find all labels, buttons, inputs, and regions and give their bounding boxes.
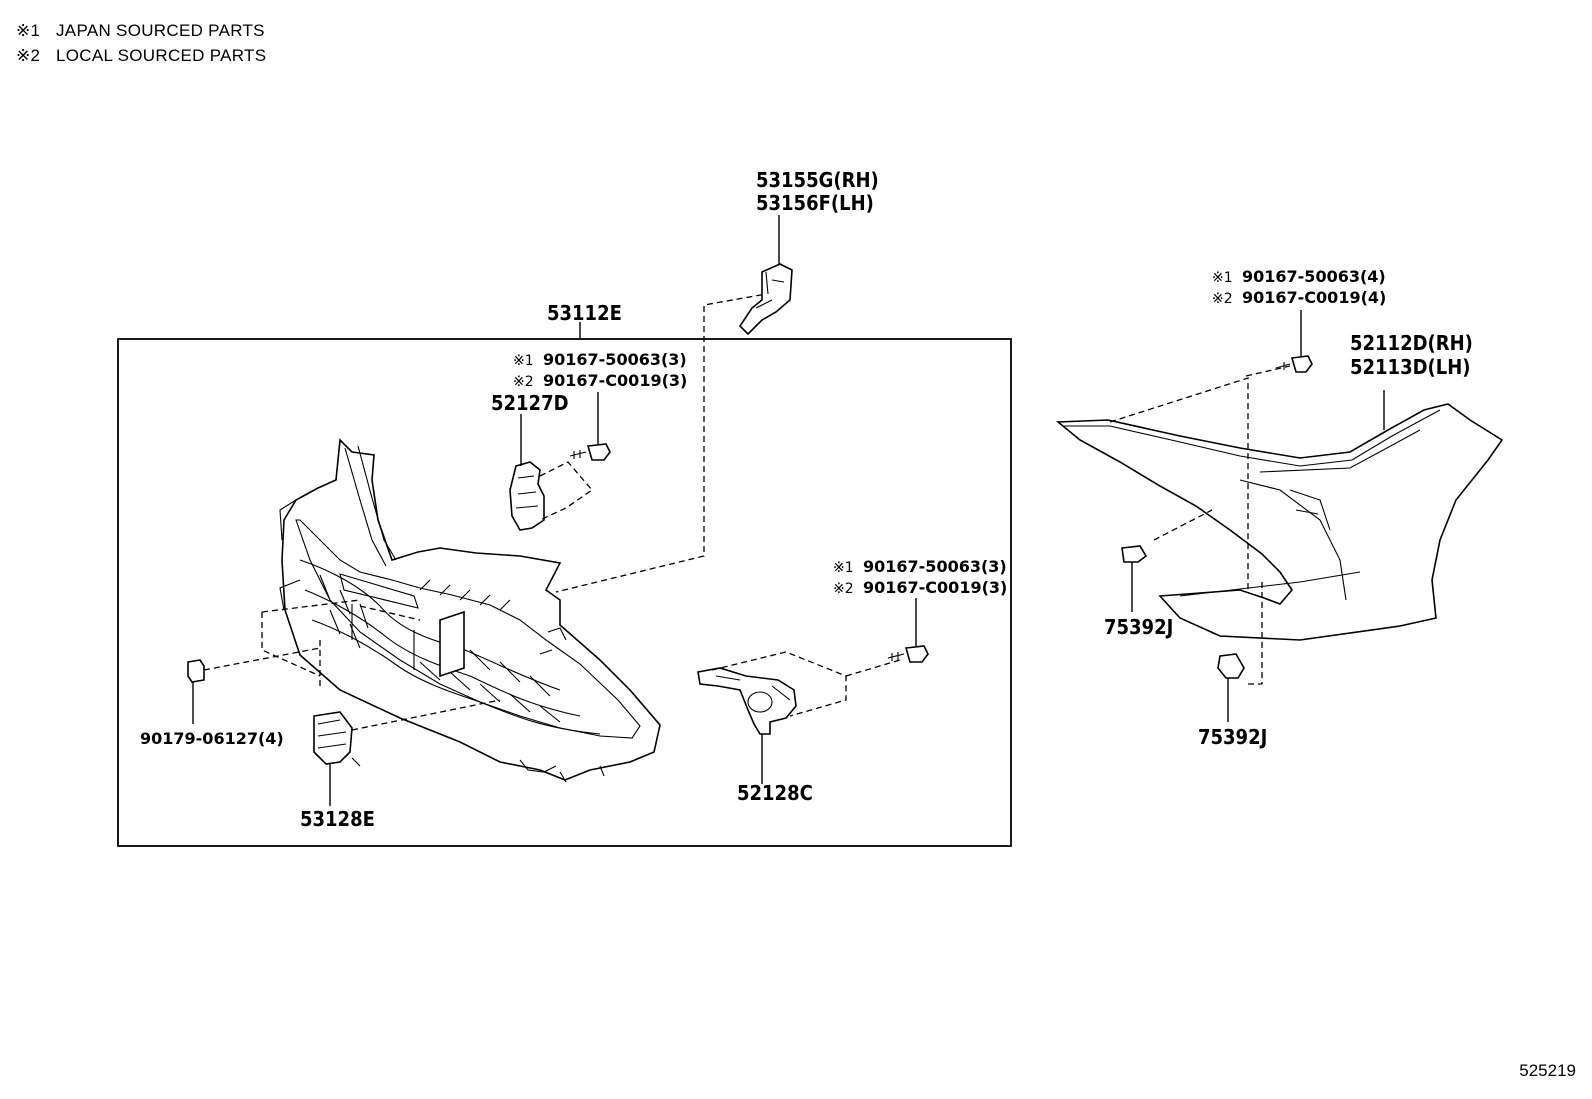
callout-emblem[interactable]: 53128E <box>300 807 375 831</box>
callout-screw-grille-2[interactable]: 90167-C0019(3) <box>543 371 687 390</box>
callout-cover-rh[interactable]: 52112D(RH) <box>1350 331 1473 355</box>
guide-side-cover <box>1109 365 1291 590</box>
callout-screw-grille-1[interactable]: 90167-50063(3) <box>543 350 687 369</box>
callout-bracket-upper[interactable]: 52127D <box>491 391 569 415</box>
bracket-lower-part[interactable] <box>697 667 797 735</box>
guide-emblem <box>351 699 501 731</box>
side-cover-part[interactable] <box>1055 403 1504 641</box>
screw-upper-icon[interactable] <box>569 443 611 461</box>
callout-cover-lh[interactable]: 52113D(LH) <box>1350 355 1471 379</box>
legend-item-local: ※2 LOCAL SOURCED PARTS <box>16 43 266 68</box>
guide-retainer-lower <box>1244 582 1263 685</box>
callout-mark2: ※2 <box>1212 291 1233 307</box>
guide-molding <box>555 292 773 593</box>
callout-mark2: ※2 <box>833 581 854 597</box>
callout-molding-lh[interactable]: 53156F(LH) <box>756 191 874 215</box>
callout-grille-assy[interactable]: 53112E <box>547 301 622 325</box>
assembly-frame <box>117 338 1012 847</box>
diagram-id: 525219 <box>1519 1061 1576 1080</box>
radiator-grille[interactable] <box>279 438 661 783</box>
emblem-part[interactable] <box>313 711 361 767</box>
clip-part[interactable] <box>187 659 205 683</box>
molding-part[interactable] <box>738 263 793 336</box>
guide-retainer-upper <box>1153 509 1213 541</box>
callout-screw-right-1[interactable]: 90167-50063(3) <box>863 557 1007 576</box>
callout-molding-rh[interactable]: 53155G(RH) <box>756 168 879 192</box>
bracket-upper-part[interactable] <box>509 461 545 531</box>
guide-bracket-upper <box>539 461 593 521</box>
legend-text: JAPAN SOURCED PARTS <box>56 21 265 40</box>
callout-retainer-lower[interactable]: 75392J <box>1198 725 1267 749</box>
legend: ※1 JAPAN SOURCED PARTS ※2 LOCAL SOURCED PA… <box>16 18 266 68</box>
callout-bracket-lower[interactable]: 52128C <box>737 781 813 805</box>
callout-mark1: ※1 <box>1212 270 1233 286</box>
legend-item-japan: ※1 JAPAN SOURCED PARTS <box>16 18 266 43</box>
retainer-lower-part[interactable] <box>1217 653 1245 679</box>
callout-screw-cover-1[interactable]: 90167-50063(4) <box>1242 267 1386 286</box>
legend-mark: ※1 <box>16 21 41 40</box>
callout-retainer-upper[interactable]: 75392J <box>1104 615 1173 639</box>
retainer-upper-part[interactable] <box>1121 545 1148 563</box>
callout-mark1: ※1 <box>833 560 854 576</box>
callout-screw-right-2[interactable]: 90167-C0019(3) <box>863 578 1007 597</box>
guide-screw-right <box>845 659 901 677</box>
callout-mark2: ※2 <box>513 374 534 390</box>
legend-mark: ※2 <box>16 46 41 65</box>
screw-right-icon[interactable] <box>887 645 929 663</box>
callout-clip[interactable]: 90179-06127(4) <box>140 729 284 748</box>
legend-text: LOCAL SOURCED PARTS <box>56 46 267 65</box>
callout-screw-cover-2[interactable]: 90167-C0019(4) <box>1242 288 1386 307</box>
screw-cover-icon[interactable] <box>1275 355 1313 373</box>
callout-mark1: ※1 <box>513 353 534 369</box>
